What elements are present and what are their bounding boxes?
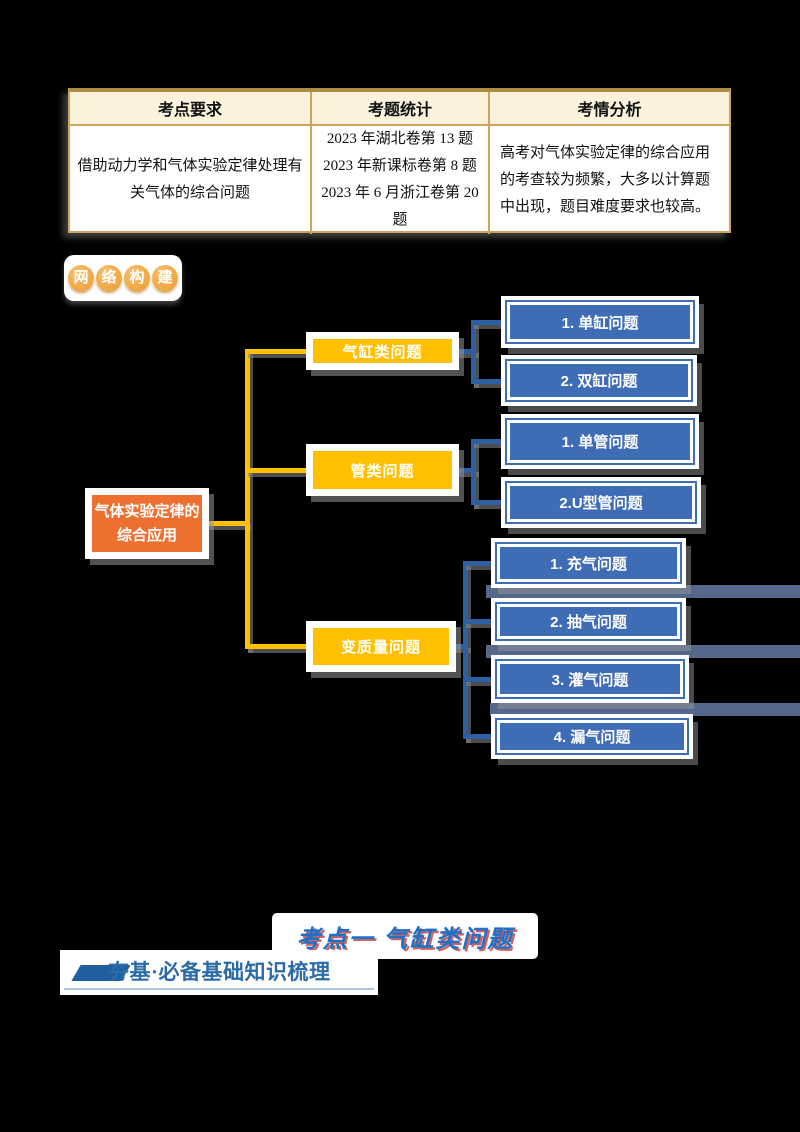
exam-overview-table: 考点要求 考题统计 考情分析 借助动力学和气体实验定律处理有 关气体的综合问题 … bbox=[68, 88, 731, 234]
connector-child-1b bbox=[471, 379, 507, 384]
topic-title: 考点一 气缸类问题 bbox=[296, 925, 514, 953]
section-underline bbox=[64, 988, 374, 990]
diagram-side-bar bbox=[486, 645, 800, 658]
mindmap-child-leaking: 4. 漏气问题 bbox=[497, 720, 687, 753]
mindmap-child-double-cylinder: 2. 双缸问题 bbox=[507, 361, 691, 400]
mindmap-child-inflation: 1. 充气问题 bbox=[497, 544, 680, 582]
table-cell-analysis: 高考对气体实验定律的综合应用的考查较为频繁，大多以计算题中出现，题目难度要求也较… bbox=[500, 144, 711, 215]
mindmap-branch-tube: 管类问题 bbox=[310, 448, 455, 492]
badge-char-circle-icon: 络 bbox=[96, 265, 122, 291]
connector-stub-1 bbox=[455, 349, 476, 354]
mindmap-root-node: 气体实验定律的 综合应用 bbox=[89, 492, 205, 555]
mindmap-child-single-cylinder: 1. 单缸问题 bbox=[507, 302, 693, 342]
connector-child-3d bbox=[463, 734, 497, 739]
mindmap-branch-cylinder: 气缸类问题 bbox=[310, 336, 455, 366]
badge-char-circle-icon: 构 bbox=[124, 265, 150, 291]
mindmap-child-filling: 3. 灌气问题 bbox=[497, 661, 683, 697]
connector-branch-2 bbox=[245, 468, 310, 473]
connector-child-3c bbox=[463, 677, 497, 682]
connector-root bbox=[204, 521, 248, 526]
connector-child-3a bbox=[463, 561, 497, 566]
topic-title-patch: 考点一 气缸类问题 bbox=[272, 913, 538, 959]
table-header-analysis: 考情分析 bbox=[490, 92, 729, 126]
mindmap-child-single-tube: 1. 单管问题 bbox=[507, 420, 693, 463]
mindmap-branch-variable-mass: 变质量问题 bbox=[310, 625, 452, 668]
diagram-side-bar bbox=[486, 585, 800, 598]
badge-char-circle-icon: 建 bbox=[152, 265, 178, 291]
mindmap-child-u-tube: 2.U型管问题 bbox=[507, 483, 695, 522]
connector-child-3b bbox=[463, 619, 497, 624]
connector-branch-1 bbox=[245, 349, 310, 354]
mindmap-child-pumping: 2. 抽气问题 bbox=[497, 604, 680, 639]
table-cell-statistics: 2023 年湖北卷第 13 题 2023 年新课标卷第 8 题 2023 年 6… bbox=[312, 126, 490, 234]
connector-child-2a bbox=[471, 439, 507, 444]
connector-bracket-3 bbox=[463, 561, 468, 739]
network-building-badge: 网 络 构 建 bbox=[64, 255, 182, 301]
table-cell-requirement: 借助动力学和气体实验定律处理有 关气体的综合问题 bbox=[70, 126, 312, 234]
connector-bracket-1 bbox=[471, 320, 476, 384]
foundation-section-header: 夯基·必备基础知识梳理 bbox=[60, 950, 378, 995]
table-header-requirement: 考点要求 bbox=[70, 92, 312, 126]
connector-stub-2 bbox=[455, 468, 476, 473]
connector-branch-3 bbox=[245, 644, 310, 649]
connector-child-2b bbox=[471, 500, 507, 505]
diagram-side-bar bbox=[490, 703, 800, 716]
connector-stub-3 bbox=[452, 644, 468, 649]
connector-trunk bbox=[245, 349, 250, 649]
badge-char-circle-icon: 网 bbox=[68, 265, 94, 291]
connector-child-1a bbox=[471, 320, 507, 325]
connector-bracket-2 bbox=[471, 439, 476, 505]
foundation-section-title: 夯基·必备基础知识梳理 bbox=[108, 960, 331, 984]
table-header-statistics: 考题统计 bbox=[312, 92, 490, 126]
